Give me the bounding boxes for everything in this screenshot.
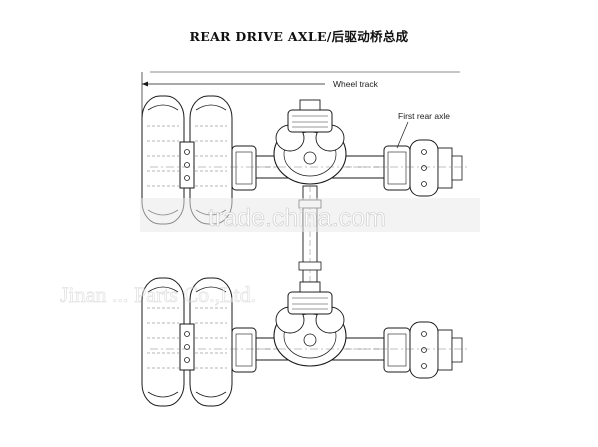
wheel-track-label: Wheel track bbox=[333, 79, 379, 89]
watermark: trade.china.com Jinan ... Parts Co.,Ltd. bbox=[60, 198, 480, 307]
first-rear-axle-pointer bbox=[396, 121, 409, 149]
wheel-track-dimension bbox=[141, 71, 460, 120]
watermark-sub-text: Jinan ... Parts Co.,Ltd. bbox=[60, 282, 256, 307]
watermark-main-text: trade.china.com bbox=[208, 204, 386, 232]
first-rear-axle-label: First rear axle bbox=[398, 111, 450, 121]
diagram-title: REAR DRIVE AXLE/后驱动桥总成 bbox=[189, 29, 409, 44]
